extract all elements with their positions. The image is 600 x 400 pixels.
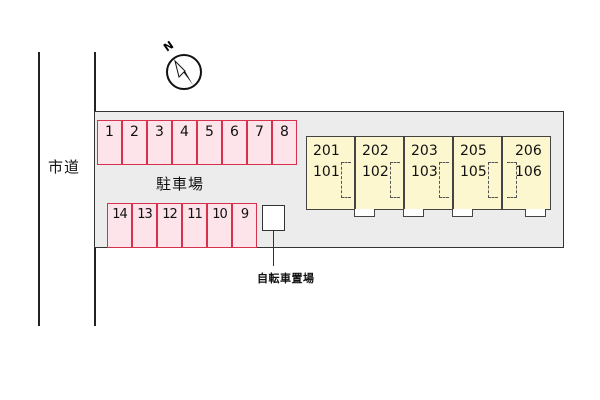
unit-lower-number: 106: [515, 164, 542, 180]
compass-icon: [166, 54, 202, 90]
parking-stall: 2: [122, 120, 147, 165]
parking-stall: 1: [97, 120, 122, 165]
unit-upper-number: 201: [313, 143, 340, 159]
bicycle-parking-box: [262, 205, 285, 231]
unit-dashed-outline: [507, 162, 517, 198]
unit-entrance-step: [354, 209, 375, 217]
unit-entrance-step: [403, 209, 424, 217]
unit-dashed-outline: [390, 162, 400, 198]
parking-stall: 11: [182, 203, 207, 248]
building-unit: 201 101: [306, 136, 355, 210]
unit-dashed-outline: [488, 162, 498, 198]
parking-label: 駐車場: [156, 175, 205, 193]
parking-stall: 8: [272, 120, 297, 165]
parking-stall: 4: [172, 120, 197, 165]
unit-lower-number: 101: [313, 164, 340, 180]
parking-stall: 13: [132, 203, 157, 248]
road-label: 市道: [48, 158, 81, 176]
building-unit: 203 103: [404, 136, 453, 210]
unit-upper-number: 206: [515, 143, 542, 159]
unit-upper-number: 202: [362, 143, 389, 159]
parking-stall: 5: [197, 120, 222, 165]
unit-upper-number: 203: [411, 143, 438, 159]
unit-entrance-step: [452, 209, 473, 217]
unit-lower-number: 105: [460, 164, 487, 180]
unit-upper-number: 205: [460, 143, 487, 159]
unit-dashed-outline: [341, 162, 351, 198]
unit-lower-number: 103: [411, 164, 438, 180]
road-left-edge: [38, 52, 40, 326]
parking-stall: 9: [232, 203, 257, 248]
parking-stall: 14: [107, 203, 132, 248]
bicycle-parking-label: 自転車置場: [257, 272, 315, 285]
unit-lower-number: 102: [362, 164, 389, 180]
building-unit: 205 105: [453, 136, 502, 210]
building-unit: 202 102: [355, 136, 404, 210]
parking-stall: 3: [147, 120, 172, 165]
parking-stall: 12: [157, 203, 182, 248]
parking-stall: 7: [247, 120, 272, 165]
parking-stall: 6: [222, 120, 247, 165]
unit-dashed-outline: [439, 162, 449, 198]
parking-stall: 10: [207, 203, 232, 248]
bicycle-leader-line: [273, 231, 274, 266]
unit-entrance-step: [525, 209, 546, 217]
building-unit: 206 106: [502, 136, 551, 210]
